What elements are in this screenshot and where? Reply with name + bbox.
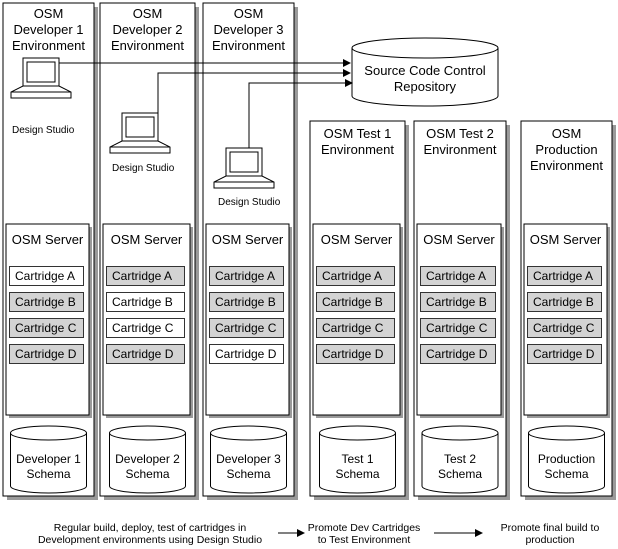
cartridge-b: Cartridge B bbox=[527, 292, 602, 312]
design-studio-label: Design Studio bbox=[218, 197, 281, 208]
schema-label: Developer 3 bbox=[216, 452, 281, 466]
schema-label: Developer 1 bbox=[16, 452, 81, 466]
environment-title-line: OSM Test 2 bbox=[426, 126, 494, 141]
footer-step-1: Regular build, deploy, test of cartridge… bbox=[53, 522, 247, 534]
schema-cylinder bbox=[10, 425, 87, 494]
schema-label: Schema bbox=[335, 467, 380, 481]
environment-title-line: Production bbox=[535, 142, 598, 157]
environment-title-line: OSM bbox=[132, 6, 163, 21]
laptop-icon bbox=[213, 147, 275, 189]
schema-label: Schema bbox=[437, 467, 483, 481]
environment-title-line: OSM bbox=[233, 6, 264, 21]
environment-title-line: Developer 1 bbox=[13, 22, 84, 37]
schema-label: Schema bbox=[226, 467, 271, 481]
design-studio-label: Design Studio bbox=[112, 163, 175, 174]
laptop-icon bbox=[10, 57, 72, 99]
environment-title-line: Environment bbox=[321, 142, 394, 157]
cartridge-b: Cartridge B bbox=[316, 292, 395, 312]
cartridge-c: Cartridge C bbox=[420, 318, 496, 338]
laptop-icon bbox=[109, 112, 171, 154]
cartridge-a: Cartridge A bbox=[106, 266, 185, 286]
schema-label: Test 1 bbox=[341, 452, 374, 466]
environment-title-line: OSM bbox=[551, 126, 582, 141]
cartridge-a: Cartridge A bbox=[9, 266, 84, 286]
schema-cylinder bbox=[319, 425, 396, 494]
environment-column-5 bbox=[413, 120, 510, 500]
repository-label: Source Code Control bbox=[364, 63, 486, 78]
cartridge-c: Cartridge C bbox=[527, 318, 602, 338]
schema-label: Developer 2 bbox=[115, 452, 180, 466]
environment-title-line: Developer 3 bbox=[213, 22, 284, 37]
cartridge-c: Cartridge C bbox=[9, 318, 84, 338]
cartridge-b: Cartridge B bbox=[209, 292, 284, 312]
environment-title-line: Environment bbox=[530, 158, 603, 173]
repository-label: Repository bbox=[393, 79, 457, 94]
schema-cylinder bbox=[210, 425, 287, 494]
footer-step-2: to Test Environment bbox=[317, 534, 411, 546]
environment-title-line: OSM Test 1 bbox=[323, 126, 392, 141]
cartridge-c: Cartridge C bbox=[106, 318, 185, 338]
cartridge-b: Cartridge B bbox=[9, 292, 84, 312]
server-label: OSM Server bbox=[529, 232, 602, 247]
cartridge-b: Cartridge B bbox=[106, 292, 185, 312]
schema-cylinder bbox=[421, 425, 499, 494]
connector-arrow bbox=[157, 69, 351, 113]
environment-title-line: OSM bbox=[33, 6, 64, 21]
cartridge-d: Cartridge D bbox=[527, 344, 602, 364]
cartridge-a: Cartridge A bbox=[316, 266, 395, 286]
cartridge-a: Cartridge A bbox=[209, 266, 284, 286]
cartridge-d: Cartridge D bbox=[106, 344, 185, 364]
footer-step-1: Development environments using Design St… bbox=[37, 534, 263, 546]
schema-label: Schema bbox=[125, 467, 170, 481]
server-label: OSM Server bbox=[211, 232, 284, 247]
design-studio-label: Design Studio bbox=[12, 125, 75, 136]
environment-title-line: Developer 2 bbox=[112, 22, 183, 37]
cartridge-c: Cartridge C bbox=[209, 318, 284, 338]
server-label: OSM Server bbox=[320, 232, 393, 247]
environment-title-line: Environment bbox=[111, 38, 184, 53]
schema-label: Test 2 bbox=[443, 452, 476, 466]
environment-title-line: Environment bbox=[212, 38, 285, 53]
schema-label: Schema bbox=[26, 467, 71, 481]
cartridge-d: Cartridge D bbox=[316, 344, 395, 364]
connector-arrow bbox=[248, 79, 353, 148]
cartridge-d: Cartridge D bbox=[9, 344, 84, 364]
schema-cylinder bbox=[109, 425, 186, 494]
server-label: OSM Server bbox=[423, 232, 495, 247]
schema-cylinder bbox=[528, 425, 605, 494]
cartridge-d: Cartridge D bbox=[420, 344, 496, 364]
cartridge-b: Cartridge B bbox=[420, 292, 496, 312]
server-label: OSM Server bbox=[110, 232, 183, 247]
footer-step-3: production bbox=[525, 534, 575, 546]
environment-title-line: Environment bbox=[423, 142, 497, 157]
environment-column-2 bbox=[99, 2, 199, 500]
server-label: OSM Server bbox=[11, 232, 84, 247]
footer-step-2: Promote Dev Cartridges bbox=[307, 522, 421, 534]
cartridge-d: Cartridge D bbox=[209, 344, 284, 364]
schema-label: Production bbox=[537, 452, 596, 466]
repository-cylinder bbox=[351, 37, 499, 107]
footer-step-3: Promote final build to bbox=[500, 522, 600, 534]
environment-title-line: Environment bbox=[12, 38, 85, 53]
environment-column-4 bbox=[309, 120, 409, 500]
cartridge-a: Cartridge A bbox=[527, 266, 602, 286]
environment-column-3 bbox=[202, 2, 298, 500]
schema-label: Schema bbox=[544, 467, 589, 481]
cartridge-c: Cartridge C bbox=[316, 318, 395, 338]
cartridge-a: Cartridge A bbox=[420, 266, 496, 286]
